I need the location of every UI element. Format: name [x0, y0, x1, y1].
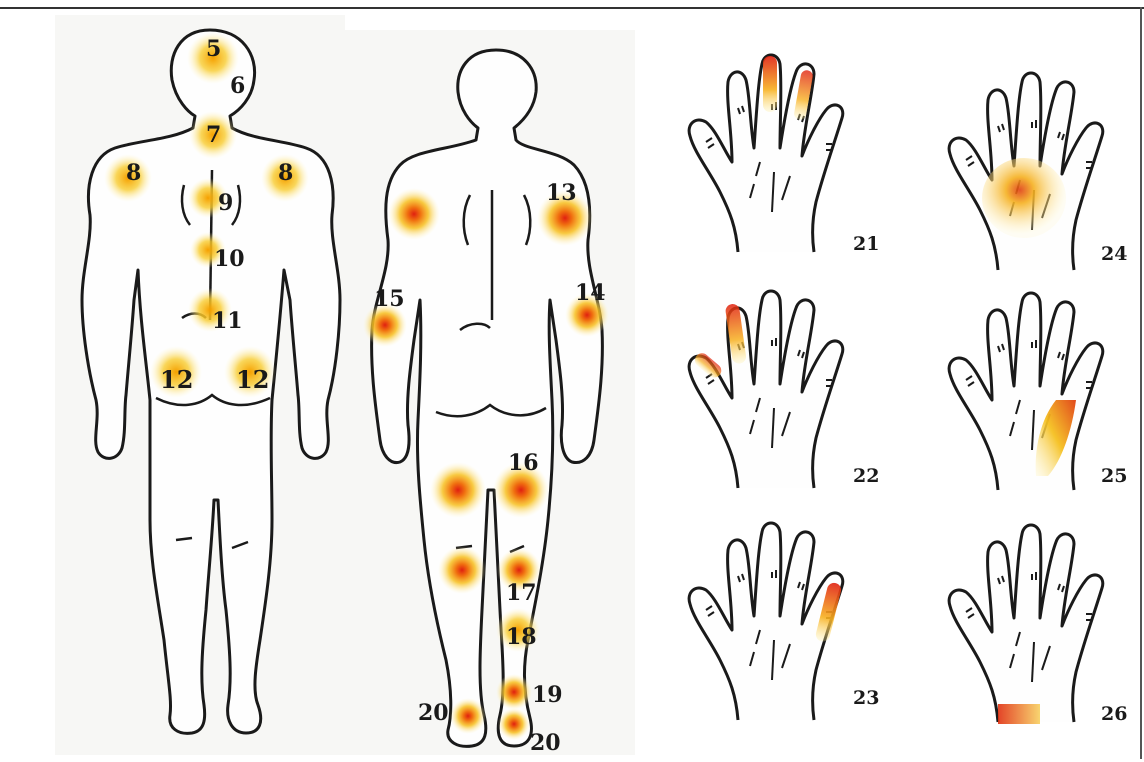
point-label-16: 16 — [508, 450, 539, 476]
point-label-20-left: 20 — [418, 700, 449, 726]
point-label-10: 10 — [214, 246, 245, 272]
hand-label-21: 21 — [853, 233, 879, 255]
hand-label-26: 26 — [1101, 703, 1127, 725]
hand-label-25: 25 — [1101, 465, 1127, 487]
hand-diagram-26 — [949, 525, 1103, 724]
hand-diagram-25 — [949, 293, 1103, 490]
point-label-12-left: 12 — [160, 365, 193, 394]
point-label-14: 14 — [575, 280, 606, 306]
point-label-11: 11 — [212, 308, 243, 334]
hand-label-23: 23 — [853, 687, 879, 709]
hand-label-22: 22 — [853, 465, 879, 487]
hand-diagram-21 — [689, 55, 843, 252]
hand-diagram-24 — [949, 73, 1103, 270]
point-label-18: 18 — [506, 624, 537, 650]
point-label-20-right: 20 — [530, 730, 561, 756]
point-label-9: 9 — [218, 190, 233, 216]
hand-diagram-22 — [689, 291, 843, 488]
hand-diagram-23 — [689, 523, 843, 720]
point-label-13: 13 — [546, 180, 577, 206]
point-label-8-right: 8 — [278, 160, 293, 186]
point-label-7: 7 — [206, 122, 221, 148]
point-label-12-right: 12 — [236, 365, 269, 394]
point-label-15: 15 — [374, 286, 405, 312]
point-label-17: 17 — [506, 580, 537, 606]
point-label-19: 19 — [532, 682, 563, 708]
hand-label-24: 24 — [1101, 243, 1127, 265]
point-label-5: 5 — [206, 36, 221, 62]
point-label-8-left: 8 — [126, 160, 141, 186]
point-label-6: 6 — [230, 73, 245, 99]
